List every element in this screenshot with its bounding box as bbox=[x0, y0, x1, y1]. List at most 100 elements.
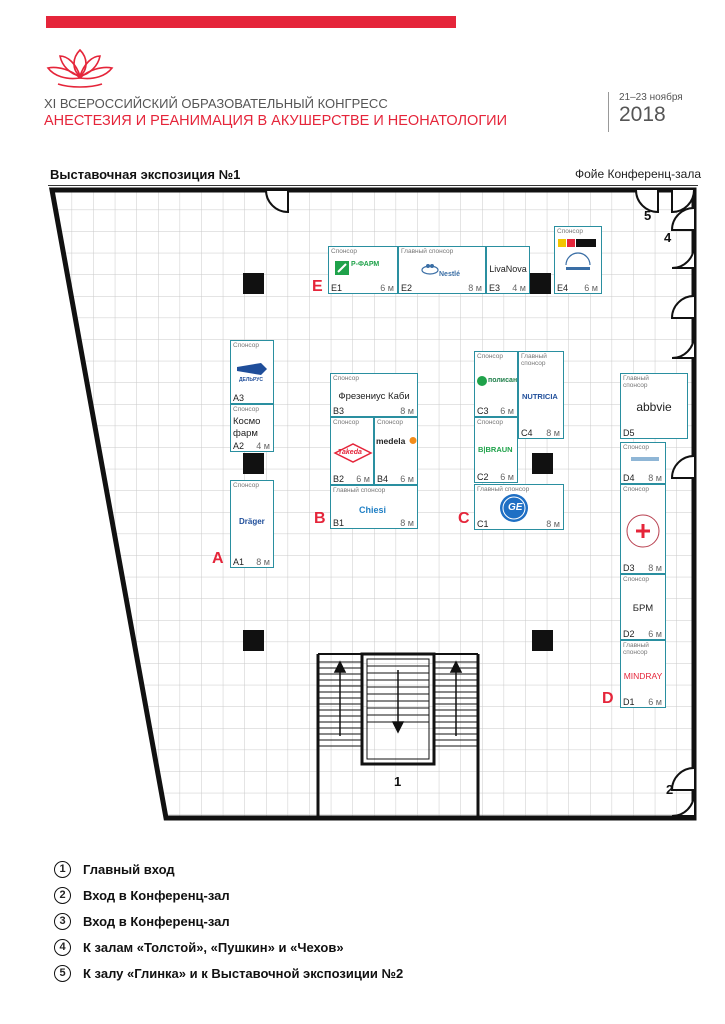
legend-number: 5 bbox=[54, 964, 71, 982]
booth-code: A1 bbox=[233, 557, 245, 567]
congress-title: XI ВСЕРОССИЙСКИЙ ОБРАЗОВАТЕЛЬНЫЙ КОНГРЕС… bbox=[44, 96, 388, 111]
booth-c2[interactable]: Спонсор B|BRAUN C2 6 м bbox=[474, 417, 518, 483]
booth-size: 6 м bbox=[648, 697, 662, 707]
booth-e4[interactable]: Спонсор E4 6 м bbox=[554, 226, 602, 294]
booth-d3[interactable]: Спонсор D3 8 м bbox=[620, 484, 666, 574]
booth-tag: Спонсор bbox=[623, 576, 649, 583]
legend-text: Вход в Конференц-зал bbox=[83, 887, 230, 903]
booth-tag: Спонсор bbox=[623, 444, 649, 451]
booth-size: 6 м bbox=[500, 406, 514, 416]
booth-size: 4 м bbox=[256, 441, 270, 451]
booth-size: 6 м bbox=[584, 283, 598, 293]
legend-text: Главный вход bbox=[83, 861, 175, 877]
booth-logo: Nestlé bbox=[439, 271, 461, 278]
booth-code: D5 bbox=[623, 428, 635, 438]
legend-number: 3 bbox=[54, 912, 71, 930]
booth-logo: NUTRICIA bbox=[522, 392, 558, 401]
door-5-label: 5 bbox=[644, 208, 652, 223]
delrus-icon bbox=[237, 363, 267, 375]
booth-logo: Р-ФАРМ bbox=[351, 261, 380, 268]
booth-code: B4 bbox=[377, 474, 389, 484]
booth-tag: Спонсор bbox=[333, 375, 359, 382]
booth-code: C1 bbox=[477, 519, 489, 529]
booth-tag: Спонсор bbox=[233, 406, 259, 413]
date-block: 21–23 ноября 2018 bbox=[608, 92, 683, 132]
zone-e-label: E bbox=[312, 278, 323, 295]
booth-a1[interactable]: Спонсор Dräger A1 8 м bbox=[230, 480, 274, 568]
booth-code: D1 bbox=[623, 697, 635, 707]
booth-logo: Takeda bbox=[338, 449, 362, 456]
booth-tag: Спонсор bbox=[477, 419, 503, 426]
booth-name: LivaNova bbox=[489, 264, 527, 274]
legend-number: 4 bbox=[54, 938, 71, 956]
zone-c-label: C bbox=[458, 510, 470, 527]
booth-code: D2 bbox=[623, 629, 635, 639]
legend-number: 2 bbox=[54, 886, 71, 904]
legend-item: 4 К залам «Толстой», «Пушкин» и «Чехов» bbox=[54, 934, 403, 960]
door-4-label: 4 bbox=[664, 230, 672, 245]
booth-code: C2 bbox=[477, 472, 489, 482]
booth-tag: Главный спонсор bbox=[333, 487, 386, 494]
booth-name: БРМ bbox=[632, 603, 654, 614]
nest-icon bbox=[421, 264, 439, 275]
plan-location: Фойе Конференц-зала bbox=[574, 167, 701, 181]
booth-tag: Главный спонсор bbox=[521, 353, 547, 367]
booth-d5[interactable]: Главный спонсор abbvie D5 bbox=[620, 373, 688, 439]
booth-a3[interactable]: Спонсор ДЕЛЬРУС A3 bbox=[230, 340, 274, 404]
ge-logo-icon bbox=[500, 494, 528, 522]
booth-size: 6 м bbox=[648, 629, 662, 639]
booth-logo: ДЕЛЬРУС bbox=[239, 377, 263, 383]
header-accent-bar bbox=[46, 16, 456, 28]
booth-b3[interactable]: Спонсор Фрезениус Каби B3 8 м bbox=[330, 373, 418, 417]
booth-tag: Спонсор bbox=[233, 342, 259, 349]
booth-a2[interactable]: Спонсор Космо фарм A2 4 м bbox=[230, 404, 274, 452]
booth-size: 6 м bbox=[400, 474, 414, 484]
sponsor-logos-icon bbox=[558, 239, 596, 270]
booth-c3[interactable]: Спонсор полисан C3 6 м bbox=[474, 351, 518, 417]
zone-d-label: D bbox=[602, 690, 614, 707]
red-cross-seal-icon bbox=[626, 514, 660, 548]
booth-code: A2 bbox=[233, 441, 245, 451]
congress-subtitle: АНЕСТЕЗИЯ И РЕАНИМАЦИЯ В АКУШЕРСТВЕ И НЕ… bbox=[44, 113, 508, 129]
booth-d4[interactable]: Спонсор D4 8 м bbox=[620, 442, 666, 484]
zone-b-label: B bbox=[314, 510, 326, 527]
booth-logo: B|BRAUN bbox=[478, 445, 513, 454]
booth-c1[interactable]: Главный спонсор GE C1 8 м bbox=[474, 484, 564, 530]
door-1-label: 1 bbox=[394, 774, 402, 789]
booth-d1[interactable]: Главный спонсор MINDRAY D1 6 м bbox=[620, 640, 666, 708]
legend-item: 3 Вход в Конференц-зал bbox=[54, 908, 403, 934]
takeda-icon bbox=[333, 443, 373, 463]
booth-c4[interactable]: Главный спонсор NUTRICIA C4 8 м bbox=[518, 351, 564, 439]
congress-dates: 21–23 ноября bbox=[619, 92, 683, 103]
booth-tag: Спонсор bbox=[377, 419, 403, 426]
booth-logo: полисан bbox=[488, 377, 518, 384]
plan-title: Выставочная экспозиция №1 bbox=[50, 167, 241, 182]
divider bbox=[48, 185, 698, 186]
legend-item: 2 Вход в Конференц-зал bbox=[54, 882, 403, 908]
legend-text: К залу «Глинка» и к Выставочной экспозиц… bbox=[83, 965, 404, 981]
booth-size: 8 м bbox=[546, 428, 560, 438]
booth-e2[interactable]: Главный спонсор Nestlé E2 8 м bbox=[398, 246, 486, 294]
booth-code: D3 bbox=[623, 563, 635, 573]
booth-b1[interactable]: Главный спонсор Chiesi B1 8 м bbox=[330, 485, 418, 529]
booth-e1[interactable]: Спонсор Р-ФАРМ E1 6 м bbox=[328, 246, 398, 294]
booth-logo: medela bbox=[376, 436, 406, 446]
booth-size: 6 м bbox=[380, 283, 394, 293]
booth-logo: Dräger bbox=[239, 517, 265, 526]
booth-size: 8 м bbox=[400, 406, 414, 416]
lotus-logo-icon bbox=[46, 48, 114, 88]
polisan-icon bbox=[477, 376, 487, 386]
booth-tag: Главный спонсор bbox=[401, 248, 454, 255]
booth-code: B3 bbox=[333, 406, 345, 416]
booth-size: 8 м bbox=[468, 283, 482, 293]
booth-d2[interactable]: Спонсор БРМ D2 6 м bbox=[620, 574, 666, 640]
legend-text: Вход в Конференц-зал bbox=[83, 913, 230, 929]
floor-plan: E A B C D 1 2 4 5 Спонсор Р-ФАРМ E1 6 м … bbox=[46, 186, 706, 822]
booth-b2[interactable]: Спонсор Takeda B2 6 м bbox=[330, 417, 374, 485]
booth-size: 8 м bbox=[648, 563, 662, 573]
booth-code: E3 bbox=[489, 283, 501, 293]
booth-b4[interactable]: Спонсор medela B4 6 м bbox=[374, 417, 418, 485]
booth-e3[interactable]: LivaNova E3 4 м bbox=[486, 246, 530, 294]
booth-code: C3 bbox=[477, 406, 489, 416]
booth-name: Фрезениус Каби bbox=[338, 391, 410, 402]
